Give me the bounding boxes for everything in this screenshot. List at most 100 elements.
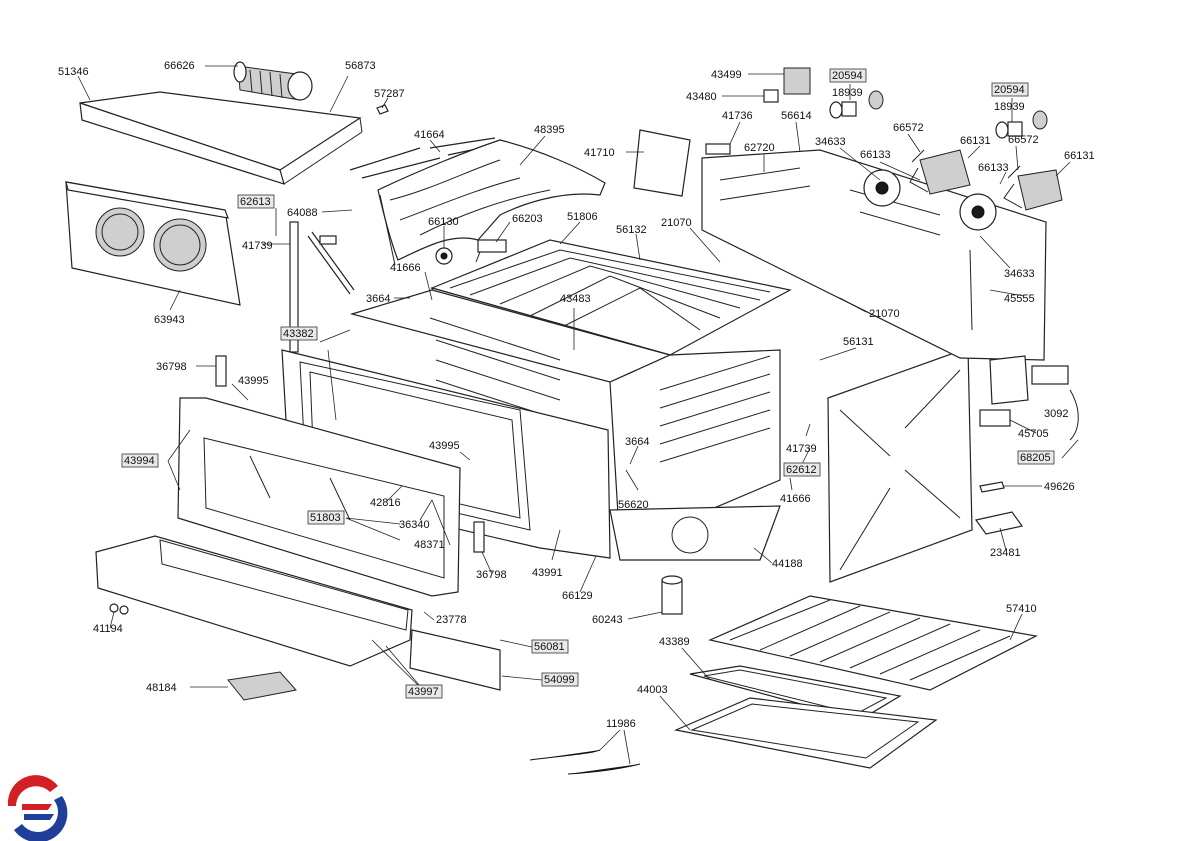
label-45705: 45705	[1018, 428, 1049, 440]
label-36340: 36340	[399, 519, 430, 531]
label-66129: 66129	[562, 590, 593, 602]
manual-book	[227, 671, 297, 701]
label-18939-right: 18939	[994, 101, 1025, 113]
label-34633-upper: 34633	[815, 136, 846, 148]
switch-66203	[475, 239, 507, 263]
label-56620: 56620	[618, 499, 649, 511]
label-51803: 51803	[310, 512, 341, 524]
label-56873: 56873	[345, 60, 376, 72]
label-41194: 41194	[93, 623, 123, 635]
label-43483: 43483	[560, 293, 591, 305]
label-41664: 41664	[414, 129, 445, 141]
thermostat-66130	[435, 247, 453, 265]
part-number-labels: 51346 66626 56873 57287 41664 48395 6261…	[58, 60, 1095, 730]
label-43991: 43991	[532, 567, 563, 579]
brand-logo	[7, 775, 68, 841]
label-60243: 60243	[592, 614, 623, 626]
drip-pan	[673, 697, 938, 769]
label-23481: 23481	[990, 547, 1021, 559]
electronic-board-43499	[783, 67, 811, 95]
label-36798-lower: 36798	[476, 569, 507, 581]
control-panel-strip	[95, 535, 413, 667]
label-41666-lower: 41666	[780, 493, 811, 505]
hinge-part-41736	[705, 143, 731, 155]
hinge-left	[215, 355, 227, 387]
terminal-bracket	[979, 355, 1029, 427]
label-45555: 45555	[1004, 293, 1035, 305]
lamp-assembly-right	[995, 110, 1048, 139]
label-41736: 41736	[722, 110, 753, 122]
left-frame-rails	[289, 221, 355, 353]
outer-door-glass	[177, 397, 461, 597]
label-41710: 41710	[584, 147, 615, 159]
tangential-fan	[233, 61, 313, 101]
label-56614: 56614	[781, 110, 812, 122]
label-62612: 62612	[786, 464, 817, 476]
wire-rack	[708, 595, 1038, 691]
label-66130: 66130	[428, 216, 459, 228]
label-56132: 56132	[616, 224, 647, 236]
rear-panel	[701, 149, 1047, 361]
label-57410: 57410	[1006, 603, 1037, 615]
label-63943: 63943	[154, 314, 185, 326]
leader-lines	[77, 65, 1079, 765]
label-68205: 68205	[1020, 452, 1051, 464]
fan-mounting-plate	[65, 181, 241, 306]
label-43382: 43382	[283, 328, 314, 340]
label-43389: 43389	[659, 636, 690, 648]
oven-floor	[609, 505, 781, 561]
hinge-plate-23481	[974, 511, 1024, 535]
label-66133-left: 66133	[860, 149, 891, 161]
screws-41194	[109, 603, 129, 615]
label-43997: 43997	[408, 686, 439, 698]
label-43480: 43480	[686, 91, 717, 103]
label-54099: 54099	[544, 674, 575, 686]
logo-bar-blue	[24, 814, 54, 820]
label-64088: 64088	[287, 207, 318, 219]
label-51346: 51346	[58, 66, 89, 78]
label-41739-right: 41739	[786, 443, 817, 455]
handle-bracket-41710	[633, 129, 691, 197]
clip-49626	[979, 481, 1005, 493]
label-66626: 66626	[164, 60, 195, 72]
label-43995-upper: 43995	[238, 375, 269, 387]
label-66572-left: 66572	[893, 122, 924, 134]
label-23778: 23778	[436, 614, 467, 626]
label-3092: 3092	[1044, 408, 1068, 420]
label-66203: 66203	[512, 213, 543, 225]
oven-inner-cavity	[349, 289, 781, 549]
logo-bar-red	[22, 804, 52, 810]
runner-knobs	[529, 749, 641, 775]
label-66572-right: 66572	[1008, 134, 1039, 146]
label-34633-lower: 34633	[1004, 268, 1035, 280]
label-43995-lower: 43995	[429, 440, 460, 452]
fan-motor-right	[1003, 165, 1063, 211]
hinge-right	[473, 521, 485, 553]
screw-57287	[376, 104, 389, 115]
label-21070-lower: 21070	[869, 308, 900, 320]
label-62613: 62613	[240, 196, 271, 208]
label-48371: 48371	[414, 539, 445, 551]
logo-arc-blue	[14, 796, 68, 841]
terminal-block-3092	[1031, 365, 1079, 441]
label-56131: 56131	[843, 336, 874, 348]
label-51806: 51806	[567, 211, 598, 223]
label-20594-left: 20594	[832, 70, 863, 82]
label-21070-upper: 21070	[661, 217, 692, 229]
label-41666-upper: 41666	[390, 262, 421, 274]
label-43499: 43499	[711, 69, 742, 81]
label-44003: 44003	[637, 684, 668, 696]
label-62720: 62720	[744, 142, 775, 154]
label-18939-left: 18939	[832, 87, 863, 99]
insulation-blanket	[377, 139, 606, 266]
right-side-panel	[827, 347, 973, 583]
label-20594-right: 20594	[994, 84, 1025, 96]
foot-60243	[661, 575, 683, 615]
label-3664-upper: 3664	[366, 293, 390, 305]
label-41739-left: 41739	[242, 240, 273, 252]
fan-motor-left	[909, 149, 971, 195]
label-66131-right: 66131	[1064, 150, 1095, 162]
label-boxes	[121, 68, 1055, 699]
label-48184: 48184	[146, 682, 177, 694]
label-66131-left: 66131	[960, 135, 991, 147]
